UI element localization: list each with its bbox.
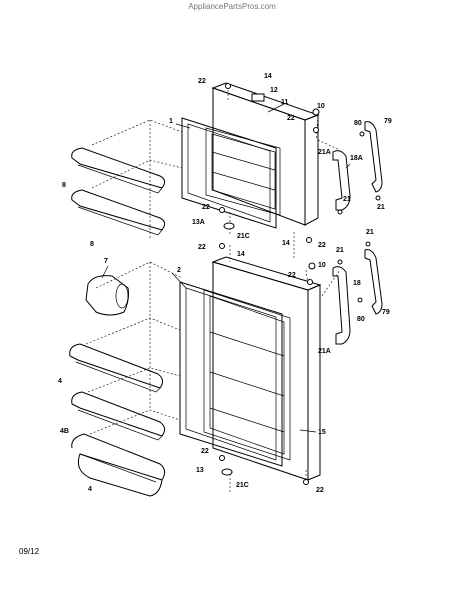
callout-13A: 13A xyxy=(192,219,205,226)
fresh-food-door-handle xyxy=(332,266,351,345)
callout-18A: 18A xyxy=(350,155,363,162)
hinge-cover-icon xyxy=(251,93,265,102)
screw-icon xyxy=(337,209,343,215)
date-code: 09/12 xyxy=(19,547,40,556)
callout-21A-mid: 21A xyxy=(318,348,331,355)
callout-22-top: 22 xyxy=(198,78,206,85)
freezer-door-shelf-upper xyxy=(71,147,166,194)
freezer-door-outer-panel xyxy=(211,82,320,226)
screw-icon xyxy=(303,479,309,485)
callout-14-mid: 14 xyxy=(282,240,290,247)
screw-icon xyxy=(225,83,231,89)
door-stop-icon xyxy=(221,468,233,476)
callout-21C-bottom: 21C xyxy=(236,482,249,489)
freezer-door-gasket xyxy=(181,117,277,229)
screw-icon xyxy=(365,241,371,247)
callout-14-top: 14 xyxy=(264,73,272,80)
callout-14-mid2: 14 xyxy=(237,251,245,258)
screw-icon xyxy=(219,455,225,461)
hinge-pin-bushing-icon xyxy=(312,108,320,116)
screw-icon xyxy=(219,243,225,249)
fresh-food-door-shelf-lower xyxy=(71,433,166,497)
callout-4-b: 4 xyxy=(88,486,92,493)
callout-21-top-a: 21 xyxy=(343,196,351,203)
fresh-food-door-outer-panel xyxy=(211,256,322,481)
dairy-bin xyxy=(85,275,129,316)
freezer-door-handle xyxy=(332,150,351,211)
callout-12: 12 xyxy=(270,87,278,94)
callout-7: 7 xyxy=(104,258,108,265)
callout-79-top: 79 xyxy=(384,118,392,125)
fresh-food-door-shelf-upper xyxy=(69,343,164,393)
door-stop-icon xyxy=(223,222,235,230)
source-watermark: AppliancePartsPros.com xyxy=(188,2,276,11)
freezer-handle-trim xyxy=(364,121,383,193)
callout-80-top: 80 xyxy=(354,120,362,127)
callout-21C-top: 21C xyxy=(237,233,250,240)
callout-18: 18 xyxy=(353,280,361,287)
fresh-food-handle-trim xyxy=(364,249,383,315)
callout-22-bottom-a: 22 xyxy=(201,448,209,455)
callout-22-mid: 22 xyxy=(287,115,295,122)
callout-1: 1 xyxy=(169,118,173,125)
callout-21-mid-a: 21 xyxy=(336,247,344,254)
screw-icon xyxy=(306,237,312,243)
callout-4-a: 4 xyxy=(58,378,62,385)
callout-2: 2 xyxy=(177,267,181,274)
screw-icon xyxy=(219,207,225,213)
screw-icon xyxy=(357,297,363,303)
fresh-food-door-shelf-middle xyxy=(71,391,166,441)
callout-13: 13 xyxy=(196,467,204,474)
callout-10-mid: 10 xyxy=(318,262,326,269)
callout-8-a: 8 xyxy=(62,182,66,189)
callout-15: 15 xyxy=(318,429,326,436)
callout-22-freezer-bottom: 22 xyxy=(202,204,210,211)
screw-icon xyxy=(313,127,319,133)
freezer-door-liner xyxy=(205,127,281,216)
screw-icon xyxy=(359,131,365,137)
screw-icon xyxy=(307,279,313,285)
callout-4B: 4B xyxy=(60,428,69,435)
callout-21-mid-b: 21 xyxy=(366,229,374,236)
callout-80-mid: 80 xyxy=(357,316,365,323)
callout-22-mid3: 22 xyxy=(288,272,296,279)
hinge-pin-bushing-icon xyxy=(308,262,316,270)
callout-10-top: 10 xyxy=(317,103,325,110)
screw-icon xyxy=(337,259,343,265)
callout-22-mid2: 22 xyxy=(318,242,326,249)
callout-11: 11 xyxy=(281,99,289,106)
fresh-food-door-gasket xyxy=(179,281,283,467)
fresh-food-door-liner xyxy=(203,289,291,461)
callout-8-b: 8 xyxy=(90,241,94,248)
callout-21A-top: 21A xyxy=(318,149,331,156)
freezer-door-shelf-lower xyxy=(71,189,166,236)
screw-icon xyxy=(375,195,381,201)
callout-22-bottom-b: 22 xyxy=(316,487,324,494)
callout-79-mid: 79 xyxy=(382,309,390,316)
callout-21-top-b: 21 xyxy=(377,204,385,211)
callout-22-freezer-hinge: 22 xyxy=(198,244,206,251)
